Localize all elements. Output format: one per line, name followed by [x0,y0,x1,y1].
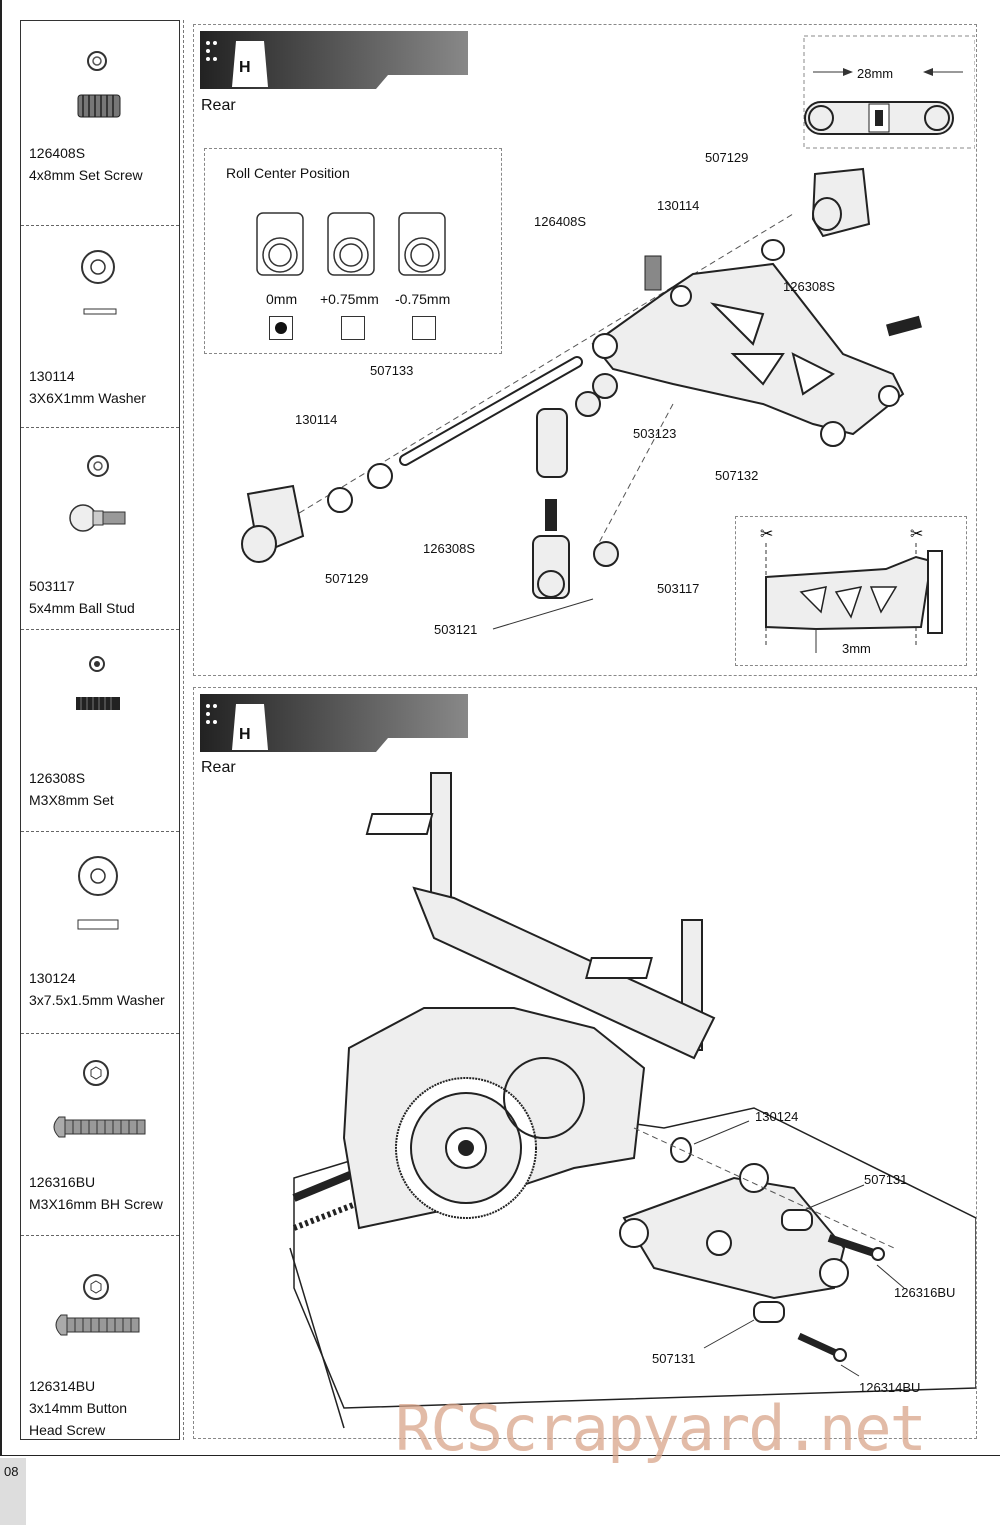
part-code: 126308S [29,770,86,786]
roll-option-checkbox-selected[interactable] [269,316,293,340]
page-frame [0,0,1000,1456]
part-code: 503117 [29,578,75,594]
arm-trim-diagram: ✂ ✂ [760,524,943,653]
callout-label: 503117 [657,581,700,596]
set-screw-icon [76,656,120,710]
callout-label: 507129 [705,150,749,165]
part-name: 3X6X1mm Washer [29,390,146,406]
callout-label: 126308S [423,541,476,556]
part-code: 130124 [29,970,76,986]
trim-diagram-box: ✂ ✂ 3mm [735,516,967,666]
roll-option-checkbox[interactable] [412,316,436,340]
parts-sidebar: 126408S 4x8mm Set Screw 130114 3X6X1mm W… [20,20,180,1440]
part-code: 130114 [29,368,75,384]
bag-letter: H [239,59,251,76]
callout-label: 126308S [783,279,836,294]
part-code: 126316BU [29,1174,96,1190]
roll-option-label: -0.75mm [395,291,451,307]
ball-stud-icon [69,455,126,532]
watermark: RCScrapyard.net [395,1392,927,1465]
part-name: M3X8mm Set [29,792,114,808]
rear-chassis-assembly-diagram [289,772,976,1429]
roll-center-box: Roll Center Position 0mm +0.75mm -0.75mm [204,148,502,354]
callout-label: 130114 [295,412,338,427]
page-number: 08 [0,1458,26,1525]
part-item: 126308S M3X8mm Set [21,629,179,832]
roll-center-title: Roll Center Position [226,165,350,181]
part-code: 126408S [29,145,86,161]
step-panel-2: H Rear [193,687,977,1439]
part-code: 126314BU [29,1378,96,1394]
callout-label: 507131 [652,1351,696,1366]
callout-label: 126316BU [894,1285,956,1300]
roll-option-label: +0.75mm [320,291,379,307]
bag-badge [200,694,468,752]
set-screw-icon [77,51,121,118]
roll-option-checkbox[interactable] [341,316,365,340]
callout-label: 130114 [657,198,700,213]
dimension-label: 28mm [857,66,894,81]
part-name-line2: Head Screw [29,1422,106,1438]
svg-text:✂: ✂ [910,524,923,543]
part-item: 126314BU 3x14mm Button Head Screw [21,1235,179,1439]
part-name: 5x4mm Ball Stud [29,600,135,616]
part-item: 126408S 4x8mm Set Screw [21,21,179,226]
callout-label: 503121 [434,622,478,637]
button-head-screw-icon [53,1060,146,1138]
divider [183,20,184,1440]
callout-label: 507132 [715,468,759,483]
callout-label: 507131 [864,1172,908,1187]
section-label: Rear [201,97,236,114]
part-name: M3X16mm BH Screw [29,1196,163,1212]
part-item: 126316BU M3X16mm BH Screw [21,1033,179,1236]
step-panel-1: H Rear [193,24,977,676]
part-item: 130124 3x7.5x1.5mm Washer [21,831,179,1034]
part-name: 3x7.5x1.5mm Washer [29,992,165,1008]
callout-label: 507129 [325,571,369,586]
callout-label: 503123 [633,426,677,441]
button-head-screw-icon [55,1274,140,1336]
part-name: 3x14mm Button [29,1400,128,1416]
part-item: 130114 3X6X1mm Washer [21,225,179,428]
bag-letter: H [239,726,251,743]
roll-option-label: 0mm [266,291,298,307]
part-item: 503117 5x4mm Ball Stud [21,427,179,630]
washer-icon [77,856,119,930]
callout-label: 126408S [534,214,587,229]
bag-badge [200,31,468,89]
rear-arm-exploded-diagram [241,35,975,630]
callout-label: 126314BU [859,1380,921,1395]
callout-label: 130124 [755,1109,799,1124]
svg-text:✂: ✂ [760,524,773,543]
washer-icon [81,250,117,315]
section-label: Rear [201,759,236,776]
part-name: 4x8mm Set Screw [29,167,143,183]
trim-dimension: 3mm [842,641,871,656]
callout-label: 507133 [370,363,414,378]
roll-center-diagram [256,212,446,276]
